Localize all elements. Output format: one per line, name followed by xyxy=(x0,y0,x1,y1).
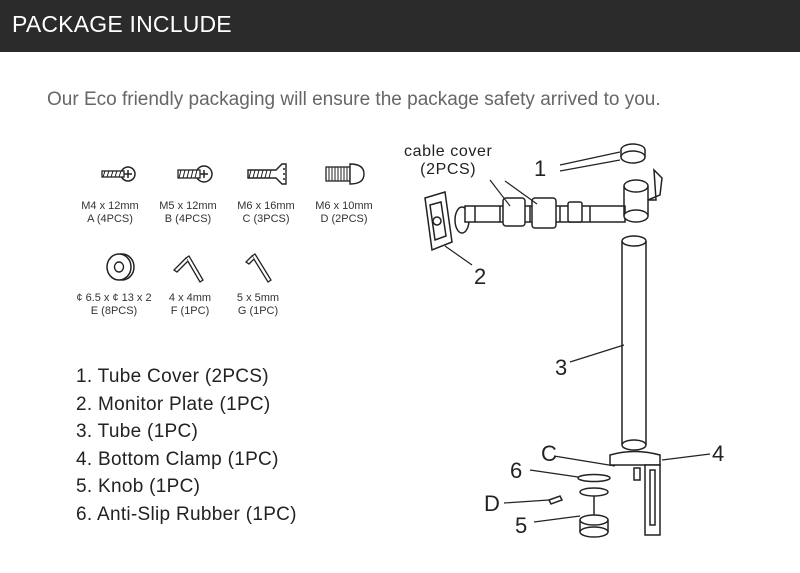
hardware-item-c: M6 x 16mm C (3PCS) xyxy=(226,160,306,226)
hardware-qty: C (3PCS) xyxy=(242,213,290,225)
anti-slip-rubber-icon xyxy=(577,473,611,483)
screw-d-icon xyxy=(547,495,564,505)
callout-1: 1 xyxy=(534,156,547,181)
tube-icon xyxy=(621,235,647,247)
hardware-item-b: M5 x 12mm B (4PCS) xyxy=(148,160,228,226)
list-item: 2. Monitor Plate (1PC) xyxy=(76,393,271,415)
phillips-screw-icon xyxy=(177,165,213,183)
cable-cover-text: cable cover xyxy=(404,143,493,160)
list-item: 4. Bottom Clamp (1PC) xyxy=(76,448,279,470)
hardware-item-g: 5 x 5mm G (1PC) xyxy=(218,250,298,318)
hardware-item-f: 4 x 4mm F (1PC) xyxy=(150,250,230,318)
callout-5: 5 xyxy=(515,513,528,538)
header-bar: PACKAGE INCLUDE xyxy=(0,0,800,52)
page-title: PACKAGE INCLUDE xyxy=(12,11,232,37)
list-item: 5. Knob (1PC) xyxy=(76,476,201,498)
hardware-size: 4 x 4mm xyxy=(168,292,212,304)
parts-list: 1. Tube Cover (2PCS) 2. Monitor Plate (1… xyxy=(76,363,297,529)
callout-6: 6 xyxy=(510,458,523,483)
hardware-qty: A (4PCS) xyxy=(87,213,133,225)
callout-c: C xyxy=(541,441,557,466)
list-item: 3. Tube (1PC) xyxy=(76,421,199,443)
hex-key-icon xyxy=(172,255,204,283)
hardware-qty: G (1PC) xyxy=(237,305,279,317)
callout-4: 4 xyxy=(712,441,725,466)
hardware-item-a: M4 x 12mm A (4PCS) xyxy=(70,160,150,226)
cable-cover-qty: (2PCS) xyxy=(420,161,477,178)
hardware-item-d: M6 x 10mm D (2PCS) xyxy=(304,160,384,226)
callout-2: 2 xyxy=(474,264,487,289)
cable-cover-label: cable cover (2PCS) xyxy=(404,143,492,179)
callout-d: D xyxy=(484,491,500,516)
list-item: 6. Anti-Slip Rubber (1PC) xyxy=(76,503,297,525)
hardware-qty: B (4PCS) xyxy=(164,213,212,225)
phillips-screw-icon xyxy=(101,166,136,182)
button-head-screw-icon xyxy=(325,163,365,185)
hardware-qty: E (8PCS) xyxy=(90,305,138,317)
hardware-size: M6 x 16mm xyxy=(237,200,295,212)
callout-3: 3 xyxy=(555,355,568,380)
hardware-item-e: ¢ 6.5 x ¢ 13 x 2 E (8PCS) xyxy=(74,250,154,318)
hardware-size: M6 x 10mm xyxy=(315,200,373,212)
list-item: 1. Tube Cover (2PCS) xyxy=(76,366,269,387)
hardware-qty: D (2PCS) xyxy=(320,213,368,225)
hardware-size: ¢ 6.5 x ¢ 13 x 2 xyxy=(76,292,152,304)
hardware-qty: F (1PC) xyxy=(170,305,210,317)
hardware-size: 5 x 5mm xyxy=(236,292,280,304)
tagline: Our Eco friendly packaging will ensure t… xyxy=(47,89,661,110)
hex-key-icon xyxy=(244,253,272,283)
knob-icon xyxy=(579,514,609,526)
washer-icon xyxy=(106,253,135,281)
flat-head-screw-icon xyxy=(247,163,287,185)
hardware-size: M4 x 12mm xyxy=(81,200,139,212)
hardware-size: M5 x 12mm xyxy=(159,200,217,212)
bottom-clamp-icon xyxy=(609,450,661,466)
